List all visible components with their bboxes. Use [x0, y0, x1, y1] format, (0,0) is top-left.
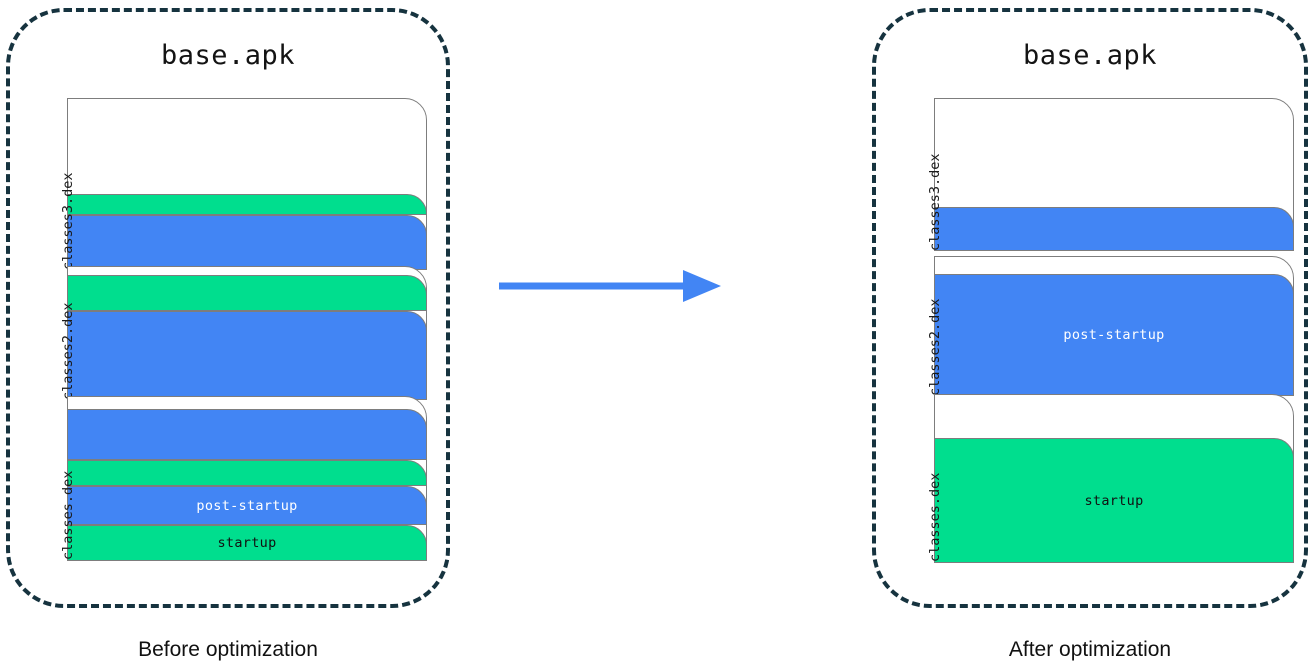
dex-block-classes-after: startup [934, 394, 1294, 563]
slice-label: post-startup [196, 497, 298, 514]
dex-stack-after: classes3.dex post-startup classes2.dex s… [876, 12, 1304, 604]
slice-startup [67, 460, 427, 486]
dex-label-classes2-before: classes2.dex [60, 302, 76, 400]
apk-title-before: base.apk [160, 40, 296, 71]
slice-startup [67, 194, 427, 215]
slice-post-startup-labeled: post-startup [934, 274, 1294, 396]
dex-label-classes-after: classes.dex [927, 472, 943, 562]
arrow-icon [499, 270, 721, 302]
slice-post-startup [67, 215, 427, 270]
dex-label-classes3-after: classes3.dex [927, 153, 943, 251]
dex-block-classes-before: startup post-startup [67, 396, 427, 561]
slice-post-startup-labeled: post-startup [67, 486, 427, 525]
apk-panel-after: base.apk classes3.dex post-startup class… [872, 8, 1308, 608]
slice-startup [67, 275, 427, 311]
apk-panel-before: base.apk classes3.dex [6, 8, 450, 608]
slice-startup-labeled: startup [934, 438, 1294, 563]
caption-before-optimization: Before optimization [138, 638, 318, 661]
dex-block-classes2-after: post-startup [934, 256, 1294, 396]
dex-block-classes3-before [67, 98, 427, 270]
slice-label: startup [217, 535, 277, 551]
slice-label: startup [1084, 492, 1144, 509]
dex-label-classes-before: classes.dex [60, 470, 76, 560]
slice-label: post-startup [1063, 327, 1165, 343]
dex-block-classes3-after [934, 98, 1294, 251]
dex-label-classes3-before: classes3.dex [60, 172, 76, 270]
slice-post-startup [934, 207, 1294, 251]
slice-post-startup [67, 409, 427, 460]
dex-stack-before: classes3.dex classes2.dex startup [10, 12, 446, 604]
dex-block-classes2-before [67, 266, 427, 400]
dex-label-classes2-after: classes2.dex [927, 298, 943, 396]
transformation-arrow [497, 262, 723, 310]
slice-post-startup [67, 311, 427, 400]
apk-title-after: base.apk [1022, 40, 1158, 71]
caption-after-optimization: After optimization [1008, 638, 1172, 661]
slice-startup-labeled: startup [67, 525, 427, 561]
